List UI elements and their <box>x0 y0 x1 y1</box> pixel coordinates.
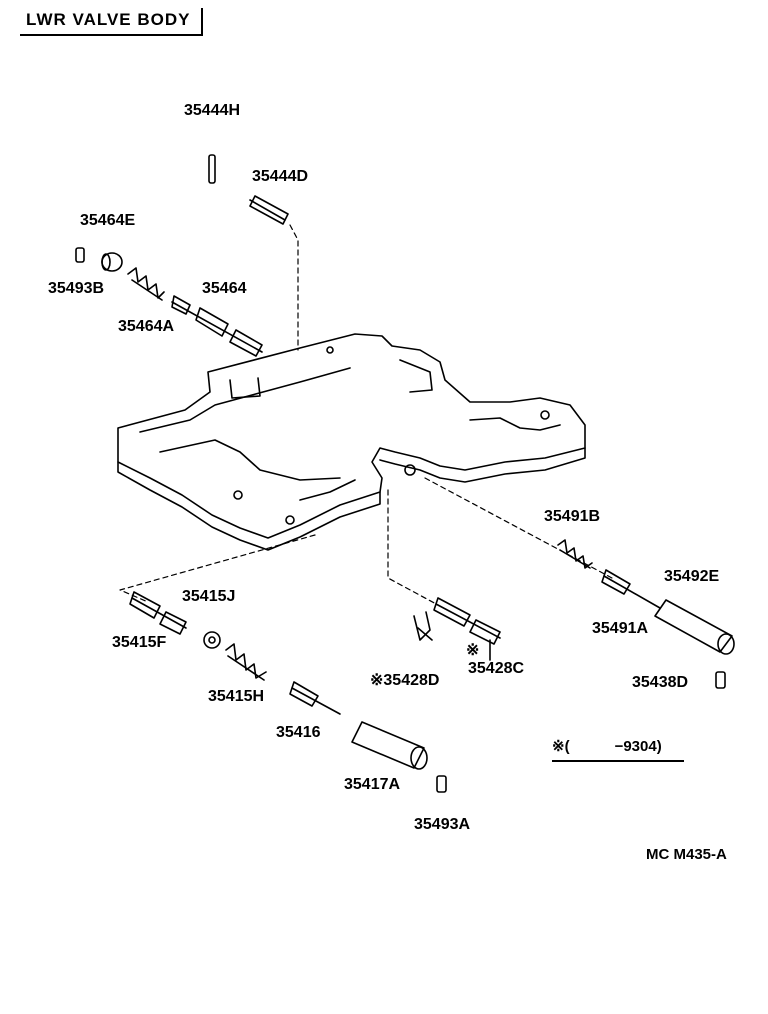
label-35416: 35416 <box>276 724 321 741</box>
valve-35491a <box>601 569 661 609</box>
valve-35428c <box>433 597 501 661</box>
plug-35416 <box>289 681 341 715</box>
label-35415h: 35415H <box>208 688 265 705</box>
label-35438d: 35438D <box>632 674 689 691</box>
label-35493b: 35493B <box>48 280 105 297</box>
cap-35464e <box>101 252 123 272</box>
label-35491a: 35491A <box>592 620 649 637</box>
clip-35428d <box>413 611 433 641</box>
sleeve-35492e <box>654 599 735 655</box>
valve-35464 <box>171 295 263 357</box>
pin-35438d <box>715 671 726 689</box>
label-35492e: 35492E <box>664 568 720 585</box>
label-35444d: 35444D <box>252 168 309 185</box>
plug-35444d <box>249 195 289 225</box>
label-35464: 35464 <box>202 280 247 297</box>
label-35428c-mark: ※ <box>466 642 480 659</box>
pin-35493a <box>436 775 447 793</box>
label-35491b: 35491B <box>544 508 601 525</box>
label-35415j: 35415J <box>182 588 236 605</box>
label-35428d: ※35428D <box>370 672 440 689</box>
spring-35491b <box>557 539 593 569</box>
serial-note: ※( −9304) <box>552 738 684 762</box>
pin-35493b <box>75 247 85 263</box>
diagram-title: LWR VALVE BODY <box>26 10 191 29</box>
diagram-code: MC M435-A <box>646 846 727 863</box>
label-35464a: 35464A <box>118 318 175 335</box>
washer-35415j <box>203 631 221 649</box>
spring-35415h <box>225 643 267 681</box>
valve-35415f <box>129 591 187 635</box>
pin-35444h <box>208 154 216 184</box>
label-35415f: 35415F <box>112 634 167 651</box>
label-35464e: 35464E <box>80 212 136 229</box>
spring-35464a <box>127 267 165 301</box>
label-35428c: 35428C <box>468 660 525 677</box>
label-35493a: 35493A <box>414 816 471 833</box>
label-35444h: 35444H <box>184 102 241 119</box>
valve-body-plate <box>117 333 586 551</box>
leader-lines <box>119 224 613 606</box>
title-box: LWR VALVE BODY <box>20 8 203 36</box>
sleeve-35417a <box>351 721 428 770</box>
label-35417a: 35417A <box>344 776 401 793</box>
